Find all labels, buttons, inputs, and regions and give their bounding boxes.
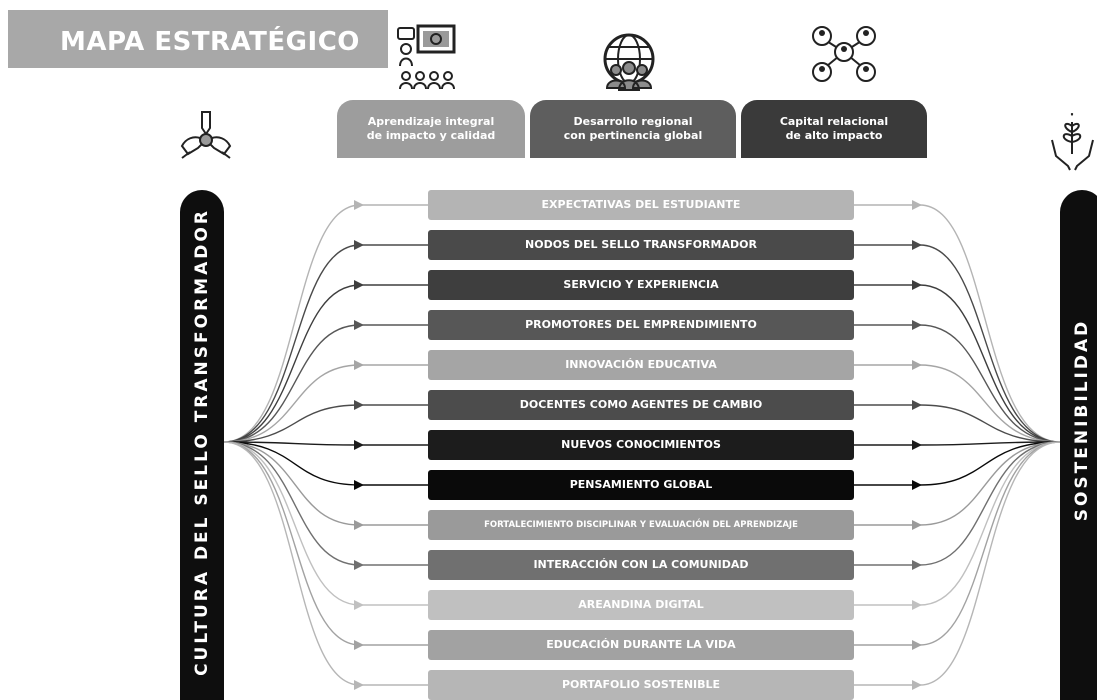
right-connector <box>854 284 1061 443</box>
connector-arrow <box>912 560 922 570</box>
connector-arrow <box>912 440 922 450</box>
right-connector <box>854 441 1061 446</box>
joined-hands-icon <box>180 111 232 159</box>
right-connector <box>854 441 1061 606</box>
connector-arrow <box>354 440 364 450</box>
objective-row: INTERACCIÓN CON LA COMUNIDAD <box>428 550 854 580</box>
objective-row: EDUCACIÓN DURANTE LA VIDA <box>428 630 854 660</box>
pillar-tab-line2: de impacto y calidad <box>366 129 496 142</box>
connector-arrow <box>912 320 922 330</box>
right-connector <box>854 244 1061 443</box>
left-connector <box>223 284 428 443</box>
connector-arrow <box>354 520 364 530</box>
right-connector <box>854 204 1061 443</box>
culture-bar-label: CULTURA DEL SELLO TRANSFORMADOR <box>192 208 212 676</box>
connector-arrow <box>912 520 922 530</box>
pillar-tab-line2: de alto impacto <box>785 129 883 142</box>
left-connector <box>223 441 428 566</box>
objective-row: NUEVOS CONOCIMIENTOS <box>428 430 854 460</box>
objective-row: EXPECTATIVAS DEL ESTUDIANTE <box>428 190 854 220</box>
culture-bar <box>180 190 224 700</box>
left-connector <box>223 441 428 446</box>
globe-people-icon <box>603 33 655 91</box>
right-connector <box>854 441 1061 566</box>
right-connector <box>854 441 1061 526</box>
objective-row: PROMOTORES DEL EMPRENDIMIENTO <box>428 310 854 340</box>
left-connector <box>223 244 428 443</box>
left-connector <box>223 364 428 443</box>
objective-row: DOCENTES COMO AGENTES DE CAMBIO <box>428 390 854 420</box>
network-people-icon <box>812 26 876 82</box>
left-connector <box>223 441 428 686</box>
connector-arrow <box>354 280 364 290</box>
connector-arrow <box>912 480 922 490</box>
right-connector <box>854 441 1061 646</box>
connector-arrow <box>354 640 364 650</box>
right-connector <box>854 441 1061 686</box>
left-connector <box>223 404 428 443</box>
connector-arrow <box>354 360 364 370</box>
sustainability-bar-label: SOSTENIBILIDAD <box>1072 318 1092 522</box>
connector-arrow <box>354 680 364 690</box>
title-banner <box>8 10 388 68</box>
pillar-tab-line2: con pertinencia global <box>563 129 703 142</box>
connector-arrow <box>354 400 364 410</box>
connector-arrow <box>912 240 922 250</box>
connector-arrow <box>912 280 922 290</box>
connector-arrow <box>354 240 364 250</box>
pillar-tab-line1: Desarrollo regional <box>573 115 693 128</box>
pillar-tab-line1: Aprendizaje integral <box>367 115 495 128</box>
connector-arrow <box>354 200 364 210</box>
connector-arrow <box>354 600 364 610</box>
objective-row: INNOVACIÓN EDUCATIVA <box>428 350 854 380</box>
connector-arrow <box>912 200 922 210</box>
objective-row: PORTAFOLIO SOSTENIBLE <box>428 670 854 700</box>
right-connector <box>854 364 1061 443</box>
connector-arrow <box>912 360 922 370</box>
page-title: MAPA ESTRATÉGICO <box>60 27 360 57</box>
sustainability-bar <box>1060 190 1097 700</box>
objective-row: FORTALECIMIENTO DISCIPLINAR Y EVALUACIÓN… <box>428 510 854 540</box>
presentation-icon <box>397 24 456 90</box>
connector-arrow <box>354 320 364 330</box>
connector-arrow <box>354 560 364 570</box>
connector-arrow <box>912 680 922 690</box>
objective-row: SERVICIO Y EXPERIENCIA <box>428 270 854 300</box>
pillar-tab-capital: Capital relacional de alto impacto <box>741 100 927 158</box>
right-connector <box>854 441 1061 486</box>
left-connector <box>223 441 428 646</box>
left-connector <box>223 204 428 443</box>
connector-arrow <box>354 480 364 490</box>
left-connector <box>223 441 428 486</box>
objective-row: PENSAMIENTO GLOBAL <box>428 470 854 500</box>
right-connector <box>854 404 1061 443</box>
connector-arrow <box>912 600 922 610</box>
left-connector <box>223 441 428 526</box>
objective-row: AREANDINA DIGITAL <box>428 590 854 620</box>
left-connector <box>223 324 428 443</box>
connector-arrow <box>912 400 922 410</box>
connector-arrow <box>912 640 922 650</box>
pillar-tab-line1: Capital relacional <box>779 115 889 128</box>
left-connector <box>223 441 428 606</box>
pillar-tab-aprendizaje: Aprendizaje integral de impacto y calida… <box>337 100 525 158</box>
objective-row: NODOS DEL SELLO TRANSFORMADOR <box>428 230 854 260</box>
pillar-tab-desarrollo: Desarrollo regional con pertinencia glob… <box>530 100 736 158</box>
right-connector <box>854 324 1061 443</box>
plant-hands-icon <box>1051 113 1094 171</box>
